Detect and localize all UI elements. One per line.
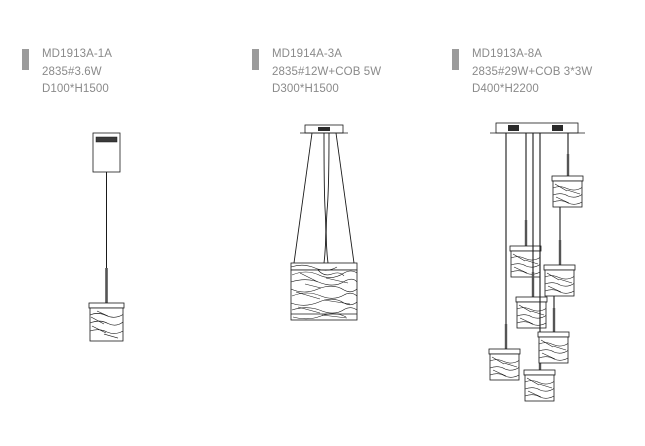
product-entry-2: MD1914A-3A 2835#12W+COB 5W D300*H1500 xyxy=(230,0,430,446)
model-code-1: MD1913A-1A xyxy=(42,48,113,60)
single-pendant-lamp-drawing xyxy=(88,132,125,342)
spec-text-3: MD1913A-8A 2835#29W+COB 3*3W D400*H2200 xyxy=(472,46,592,99)
drawing-area-1 xyxy=(0,112,230,412)
spec-text-2: MD1914A-3A 2835#12W+COB 5W D300*H1500 xyxy=(272,46,381,99)
pendant-6 xyxy=(543,207,576,297)
model-code-2: MD1914A-3A xyxy=(272,48,343,60)
multi-pendant-cluster-lamp-drawing xyxy=(488,122,585,402)
spec-text-1: MD1913A-1A 2835#3.6W D100*H1500 xyxy=(42,46,112,99)
spec-marker-icon-1 xyxy=(22,49,29,70)
canopy-slot-icon xyxy=(95,136,118,143)
spec-block-3: MD1913A-8A 2835#29W+COB 3*3W D400*H2200 xyxy=(452,46,592,99)
cable-left xyxy=(293,132,313,264)
shade-top-plate xyxy=(88,302,125,309)
shade-texture xyxy=(290,264,358,320)
dimensions-1: D100*H1500 xyxy=(42,83,109,95)
cable-center-2 xyxy=(325,132,330,264)
wide-drum-pendant-lamp-drawing xyxy=(290,124,358,321)
canopy-block-right-icon xyxy=(552,125,563,131)
spec-marker-icon-2 xyxy=(252,49,259,70)
canopy-block-left-icon xyxy=(508,125,519,131)
dimensions-2: D300*H1500 xyxy=(272,83,339,95)
dimensions-3: D400*H2200 xyxy=(472,83,539,95)
spec-marker-icon-3 xyxy=(452,49,459,70)
shade-texture xyxy=(89,310,124,339)
cable-center xyxy=(323,132,327,264)
pendant-5 xyxy=(551,133,584,208)
lamp-spec-1: 2835#3.6W xyxy=(42,65,102,78)
pendant-3 xyxy=(515,133,548,329)
model-code-3: MD1913A-8A xyxy=(472,48,543,60)
spec-block-1: MD1913A-1A 2835#3.6W D100*H1500 xyxy=(22,46,112,99)
lower-rod xyxy=(105,268,108,303)
drawing-area-2 xyxy=(230,112,430,412)
pendant-2 xyxy=(509,133,542,278)
cable-right xyxy=(335,132,355,264)
canopy-center-block-icon xyxy=(318,127,330,131)
shade-body xyxy=(290,269,358,321)
pendant-1 xyxy=(488,133,521,381)
product-entry-1: MD1913A-1A 2835#3.6W D100*H1500 xyxy=(0,0,230,446)
lamp-spec-3: 2835#29W+COB 3*3W xyxy=(472,65,593,78)
shade-top-rim xyxy=(290,262,358,271)
pendant-7 xyxy=(537,296,570,364)
lamp-spec-2: 2835#12W+COB 5W xyxy=(272,65,382,78)
product-entry-3: MD1913A-8A 2835#29W+COB 3*3W D400*H2200 xyxy=(430,0,645,446)
drawing-area-3 xyxy=(430,112,645,412)
spec-block-2: MD1914A-3A 2835#12W+COB 5W D300*H1500 xyxy=(252,46,381,99)
